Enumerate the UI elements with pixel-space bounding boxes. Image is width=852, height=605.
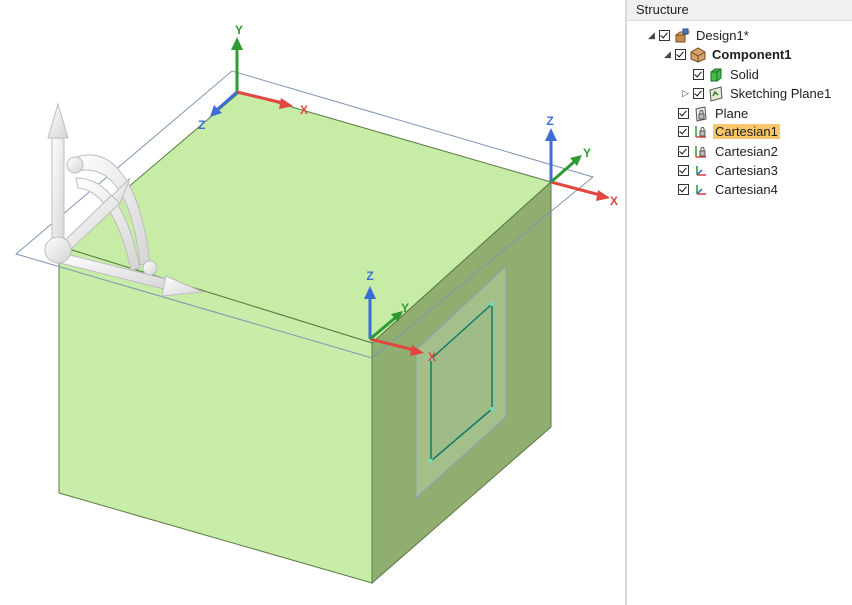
tree-item-component1[interactable]: ◢ Component1 bbox=[662, 45, 793, 64]
visibility-checkbox[interactable] bbox=[678, 184, 689, 195]
tree-item-cartesian2[interactable]: Cartesian2 bbox=[678, 142, 780, 161]
cartesian-locked-icon bbox=[693, 124, 709, 140]
design-icon bbox=[674, 28, 690, 44]
axis-label-x: X bbox=[610, 194, 618, 208]
tree-item-label: Cartesian4 bbox=[715, 182, 778, 197]
axis-label-z: Z bbox=[198, 118, 205, 132]
cartesian-triad-top[interactable]: Y X Z bbox=[198, 23, 308, 132]
visibility-checkbox[interactable] bbox=[693, 69, 704, 80]
visibility-checkbox[interactable] bbox=[678, 126, 689, 137]
cartesian-triad-middle[interactable]: Z X Y bbox=[364, 269, 436, 364]
datum-plane[interactable] bbox=[14, 70, 595, 359]
cartesian-icon bbox=[693, 163, 709, 179]
cartesian-icon bbox=[693, 182, 709, 198]
structure-panel-title: Structure bbox=[627, 0, 852, 21]
axis-label-x: X bbox=[428, 350, 436, 364]
expand-triangle-icon[interactable]: ◢ bbox=[664, 49, 671, 59]
plane-icon bbox=[693, 105, 709, 122]
axis-label-z: Z bbox=[366, 269, 373, 283]
tree-item-label: Sketching Plane1 bbox=[730, 86, 832, 101]
tree-item-cartesian1[interactable]: Cartesian1 bbox=[678, 122, 780, 141]
axis-label-z: Z bbox=[546, 114, 553, 128]
visibility-checkbox[interactable] bbox=[693, 88, 704, 99]
axis-label-y: Y bbox=[583, 146, 591, 160]
tree-item-cartesian3[interactable]: Cartesian3 bbox=[678, 161, 780, 180]
tree-item-label: Plane bbox=[715, 106, 749, 121]
tree-item-sketching-plane1[interactable]: ▷ Sketching Plane1 bbox=[680, 84, 833, 103]
axis-label-y: Y bbox=[401, 301, 409, 315]
tree-item-design1[interactable]: ◢ Design1* bbox=[646, 26, 751, 45]
tree-item-plane[interactable]: Plane bbox=[678, 104, 750, 123]
cartesian-locked-icon bbox=[693, 144, 709, 160]
cartesian-triad-right[interactable]: Z X Y bbox=[545, 114, 618, 208]
move-gizmo[interactable] bbox=[44, 102, 205, 297]
tree-item-solid[interactable]: Solid bbox=[693, 65, 761, 84]
component-icon bbox=[690, 46, 706, 63]
solid-icon bbox=[708, 67, 724, 83]
structure-panel: Structure ◢ Design1* ◢ Component1 Solid … bbox=[627, 0, 852, 605]
visibility-checkbox[interactable] bbox=[659, 30, 670, 41]
collapse-triangle-icon[interactable]: ▷ bbox=[682, 88, 689, 98]
model-canvas[interactable]: Y X Z Z X Y Z X Y bbox=[0, 0, 625, 605]
tree-item-label: Design1* bbox=[696, 28, 749, 43]
3d-viewport[interactable]: Y X Z Z X Y Z X Y bbox=[0, 0, 625, 605]
tree-item-label: Cartesian2 bbox=[715, 144, 778, 159]
sketch-plane-icon bbox=[708, 85, 724, 102]
axis-label-y: Y bbox=[235, 23, 243, 37]
tree-item-label: Solid bbox=[730, 67, 759, 82]
visibility-checkbox[interactable] bbox=[678, 146, 689, 157]
axis-label-x: X bbox=[300, 103, 308, 117]
tree-item-cartesian4[interactable]: Cartesian4 bbox=[678, 180, 780, 199]
sketch-vertices bbox=[429, 302, 494, 463]
panel-divider[interactable] bbox=[625, 0, 627, 605]
tree-item-label: Cartesian1 bbox=[713, 124, 780, 139]
visibility-checkbox[interactable] bbox=[678, 108, 689, 119]
visibility-checkbox[interactable] bbox=[678, 165, 689, 176]
tree-item-label: Cartesian3 bbox=[715, 163, 778, 178]
tree-item-label: Component1 bbox=[712, 47, 792, 62]
visibility-checkbox[interactable] bbox=[675, 49, 686, 60]
expand-triangle-icon[interactable]: ◢ bbox=[648, 30, 655, 40]
